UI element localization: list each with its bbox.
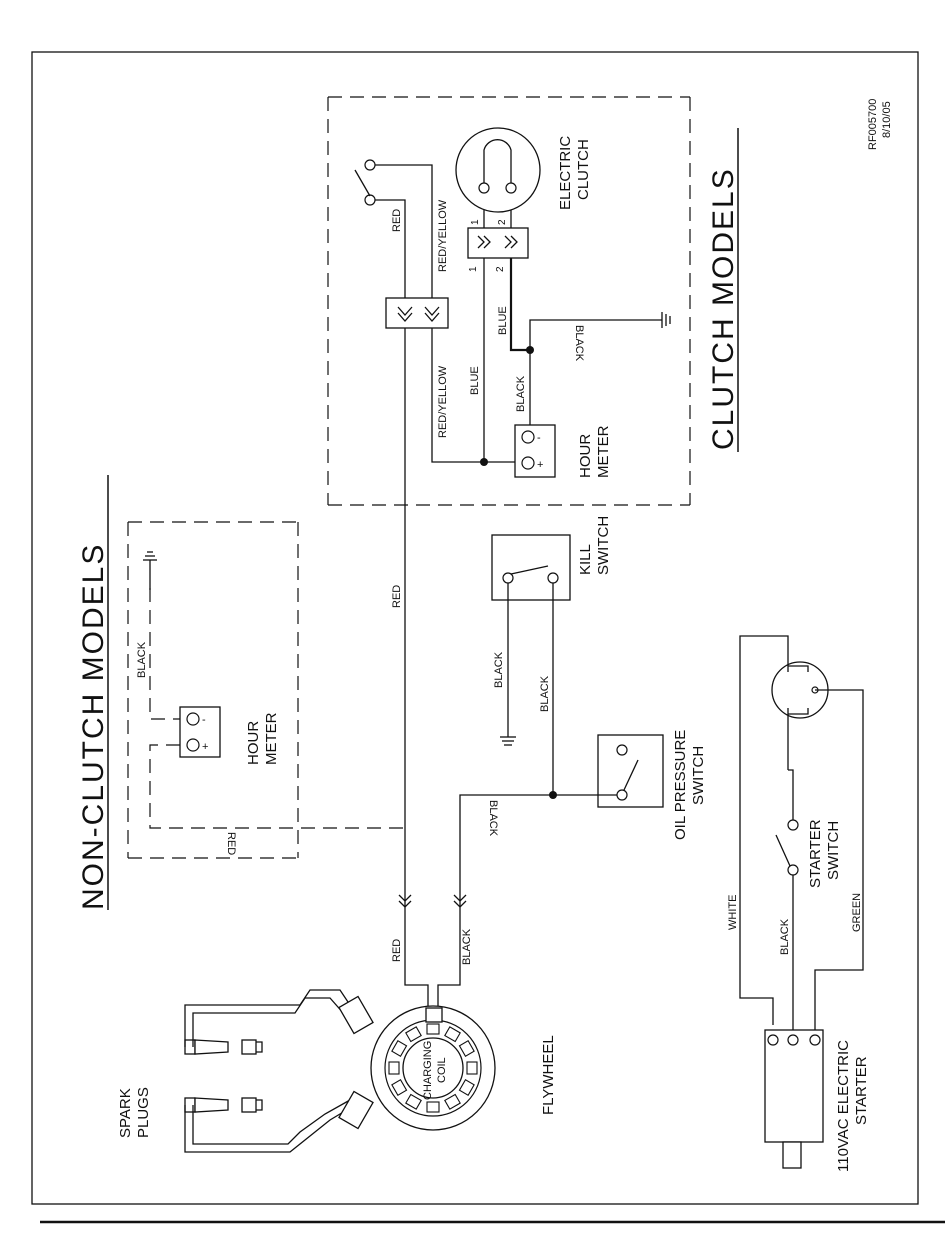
clutch-red-yellow-label-top: RED/YELLOW <box>437 199 449 272</box>
nc-red-label: RED <box>225 832 237 855</box>
flywheel <box>370 1005 496 1131</box>
red-connector <box>398 894 412 908</box>
flywheel-label: FLYWHEEL <box>540 1035 557 1115</box>
nc-ground-icon <box>143 551 157 590</box>
oil-black-wire <box>459 794 617 950</box>
clutch-pin-1a: 1 <box>470 219 481 225</box>
c-meter-plus: + <box>537 459 543 471</box>
black-connector <box>453 894 467 908</box>
starter-white-label: WHITE <box>727 895 739 930</box>
electric-starter-label-2: STARTER <box>853 1056 870 1125</box>
flywheel-magnet <box>466 1061 478 1075</box>
clutch-black-label-horiz: BLACK <box>573 325 585 362</box>
electric-clutch-label-1: ELECTRIC <box>557 136 574 210</box>
flywheel-magnet <box>391 1079 408 1096</box>
nc-meter-plus: + <box>202 741 208 753</box>
starter-switch-label-1: STARTER <box>807 819 824 888</box>
clutch-black-label-vert: BLACK <box>515 375 527 412</box>
starter-switch-label-2: SWITCH <box>825 821 842 880</box>
c-hour-meter-label-1: HOUR <box>577 434 594 478</box>
electric-starter-label-1: 110VAC ELECTRIC <box>835 1040 852 1172</box>
kill-black-label-1: BLACK <box>493 651 505 688</box>
clutch-pin-1b: 1 <box>468 266 479 272</box>
clutch-pin-connector: 1 2 1 2 <box>467 219 529 272</box>
clutch-red-top <box>375 199 406 298</box>
charging-coil-label-2: COIL <box>436 1057 448 1083</box>
nc-black-label: BLACK <box>136 641 148 678</box>
electric-clutch-label-2: CLUTCH <box>575 139 592 200</box>
nc-hour-meter-label-1: HOUR <box>245 721 262 765</box>
flywheel-magnet <box>444 1093 461 1110</box>
spark-plug-lower <box>184 1090 374 1153</box>
oil-black-label: BLACK <box>487 800 499 837</box>
flywheel-magnet <box>405 1093 422 1110</box>
flywheel-magnet <box>458 1040 475 1057</box>
oil-pressure-switch <box>597 734 664 808</box>
charging-coil-label-1: CHARGING <box>422 1041 434 1100</box>
kill-black-label-2: BLACK <box>539 675 551 712</box>
clutch-blue-label-2: BLUE <box>497 306 509 335</box>
clutch-pin-2a: 2 <box>497 219 508 225</box>
clutch-blue-wire-2 <box>509 255 530 352</box>
nc-black-wire <box>149 588 180 720</box>
clutch-black-to-ground <box>529 319 662 350</box>
kill-switch-label-1: KILL <box>577 544 594 575</box>
flywheel-magnet <box>426 1101 440 1113</box>
clutch-hour-meter: - + <box>514 424 556 478</box>
clutch-ground-icon <box>661 312 671 328</box>
white-wire <box>739 635 789 1025</box>
clutch-red-label: RED <box>391 209 403 232</box>
nc-hour-meter-label-2: METER <box>263 712 280 765</box>
flywheel-magnet <box>388 1061 400 1075</box>
clutch-box <box>327 96 691 506</box>
spark-plugs-label-2: PLUGS <box>135 1087 152 1138</box>
c-meter-minus: - <box>537 432 541 444</box>
non-clutch-hour-meter: - + <box>179 706 221 758</box>
spark-plugs-label-1: SPARK <box>117 1088 134 1138</box>
flywheel-magnet <box>444 1026 461 1043</box>
red-to-coil <box>404 950 429 1010</box>
clutch-blue-label-1: BLUE <box>469 366 481 395</box>
oil-pressure-label-2: SWITCH <box>690 746 707 805</box>
page-frame <box>31 51 919 1205</box>
power-plug <box>771 661 829 719</box>
clutch-title: CLUTCH MODELS <box>707 167 740 450</box>
flywheel-black-label: BLACK <box>461 928 473 965</box>
starter-green-label: GREEN <box>851 893 863 932</box>
flywheel-red-label: RED <box>391 939 403 962</box>
nc-meter-minus: - <box>202 714 206 726</box>
black-to-coil <box>437 950 461 1010</box>
kill-switch <box>491 534 571 601</box>
junction-black-oil <box>549 791 557 799</box>
flywheel-magnet <box>426 1023 440 1035</box>
flywheel-magnet <box>405 1026 422 1043</box>
black-plug-to-switch <box>788 769 794 820</box>
junction-blue <box>480 458 488 466</box>
red-main-label: RED <box>391 585 403 608</box>
clutch-connector <box>385 297 449 329</box>
nc-red-wire <box>149 744 405 829</box>
oil-pressure-label-1: OIL PRESSURE <box>672 730 689 840</box>
c-hour-meter-label-2: METER <box>595 425 612 478</box>
clutch-switch <box>354 159 376 206</box>
doc-id: RF005700 <box>867 99 879 150</box>
kill-ground-icon <box>500 736 516 746</box>
clutch-red-yellow-top <box>375 164 433 298</box>
flywheel-magnet <box>391 1040 408 1057</box>
green-wire <box>814 689 864 1040</box>
clutch-pin-2b: 2 <box>495 266 506 272</box>
electric-starter <box>764 1029 824 1169</box>
spark-plug-upper <box>184 989 374 1055</box>
non-clutch-title: NON-CLUTCH MODELS <box>77 543 110 910</box>
starter-switch <box>775 819 799 876</box>
starter-black-label: BLACK <box>779 918 791 955</box>
non-clutch-box <box>127 521 299 859</box>
kill-switch-label-2: SWITCH <box>595 516 612 575</box>
flywheel-magnet <box>458 1079 475 1096</box>
clutch-red-yellow-label-bottom: RED/YELLOW <box>437 365 449 438</box>
electric-clutch <box>455 127 541 213</box>
doc-date: 8/10/05 <box>881 101 893 138</box>
